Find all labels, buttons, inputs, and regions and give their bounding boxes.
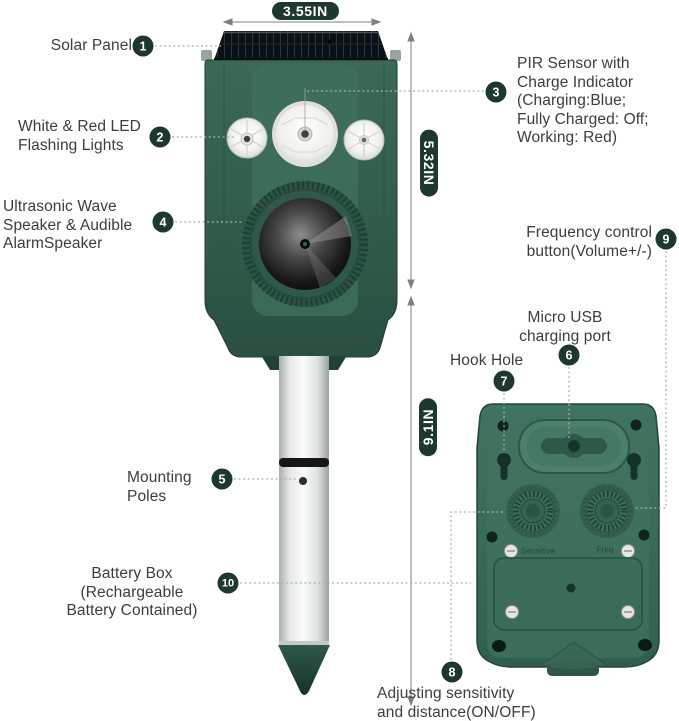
callout-badge-4: 4 (152, 211, 174, 233)
led-light-left (226, 117, 268, 159)
callout-label-usb-port: Micro USB charging port (519, 309, 611, 345)
leader-lines (155, 45, 667, 660)
hook-hole-left (497, 453, 511, 480)
led-light-right (343, 119, 385, 161)
knob-label-freq: Freq (596, 545, 614, 555)
battery-box (493, 557, 643, 631)
device-back (476, 403, 660, 676)
back-bottom (492, 639, 652, 676)
callout-label-mounting-poles: Mounting Poles (127, 469, 192, 505)
mounting-pole (279, 356, 329, 646)
panel-screws (504, 544, 635, 558)
usb-port-recess (518, 419, 630, 474)
ground-spike (278, 645, 330, 695)
callout-badge-8: 8 (441, 661, 463, 683)
dimension-lines (222, 18, 415, 707)
pole-screw-hole (299, 477, 307, 485)
callout-badge-7: 7 (493, 370, 515, 392)
panel-bracket-left (201, 50, 212, 61)
pole-band (279, 458, 329, 467)
device-front (201, 31, 401, 695)
frequency-knob (580, 484, 634, 538)
dimension-height-lower-label: 9.1IN (419, 397, 437, 457)
back-screws (486, 419, 650, 543)
callout-label-frequency-button: Frequency control button(Volume+/-) (526, 224, 652, 260)
sensitivity-knob (506, 484, 560, 538)
panel-bracket-right (390, 50, 401, 61)
callout-badge-6: 6 (558, 344, 580, 366)
ultrasonic-speaker (242, 181, 368, 307)
callout-badge-3: 3 (485, 81, 507, 103)
callout-label-speaker: Ultrasonic Wave Speaker & Audible AlarmS… (3, 198, 133, 252)
callout-label-hook-hole: Hook Hole (450, 352, 524, 369)
callout-label-solar-panel: Solar Panel (50, 37, 132, 54)
callout-badge-2: 2 (149, 126, 171, 148)
callout-badge-1: 1 (132, 35, 154, 57)
callout-badge-9: 9 (655, 228, 677, 250)
solar-panel (214, 31, 388, 60)
callout-badge-10: 10 (217, 572, 239, 594)
knob-label-sensitive: Sensitive (520, 546, 556, 556)
callout-label-battery-box: Battery Box (Rechargeable Battery Contai… (66, 565, 198, 619)
callout-label-pir-sensor: PIR Sensor with Charge Indicator (Chargi… (517, 55, 649, 146)
dimension-height-upper-label: 5.32IN (420, 129, 438, 197)
pir-sensor (272, 101, 338, 167)
hook-hole-right (627, 453, 641, 480)
callout-badge-5: 5 (211, 468, 233, 490)
callout-label-adjust-knobs: Adjusting sensitivity and distance(ON/OF… (377, 685, 536, 721)
callout-label-led-lights: White & Red LED Flashing Lights (18, 118, 141, 154)
dimension-width-label: 3.55IN (272, 2, 339, 20)
